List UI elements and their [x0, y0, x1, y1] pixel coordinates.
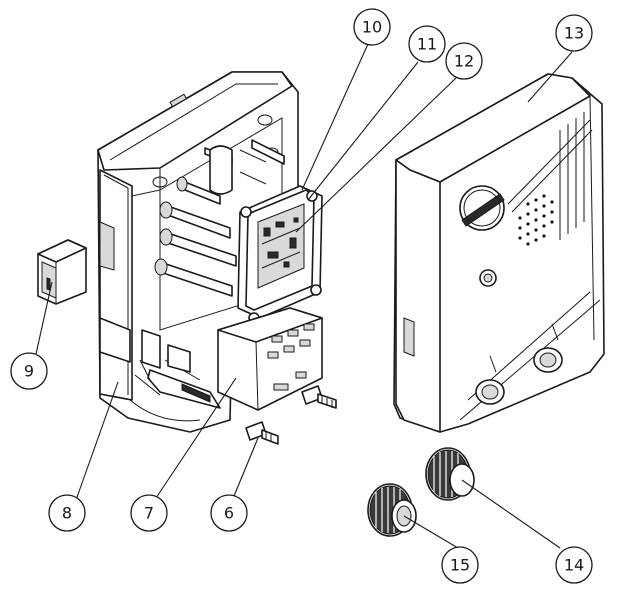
callout-10: 10: [353, 8, 391, 46]
svg-text:7: 7: [144, 504, 154, 523]
callout-9: 9: [10, 352, 48, 390]
rocker-switch: [37, 239, 87, 305]
callout-6: 6: [210, 494, 248, 532]
callout-12: 12: [445, 42, 483, 80]
pcb-assembly: [237, 185, 323, 324]
terminal-block: [217, 307, 323, 411]
knob-14: [425, 447, 475, 501]
callout-11: 11: [408, 25, 446, 63]
svg-text:8: 8: [62, 504, 72, 523]
callout-8: 8: [48, 494, 86, 532]
vent-grille-icon: [559, 112, 585, 240]
knob-15: [367, 483, 417, 537]
svg-text:6: 6: [224, 504, 234, 523]
callout-14: 14: [555, 546, 593, 584]
svg-text:9: 9: [24, 362, 34, 381]
svg-text:13: 13: [564, 24, 584, 43]
leader-lines: [35, 43, 573, 549]
callout-13: 13: [555, 14, 593, 52]
svg-text:10: 10: [362, 18, 382, 37]
enclosure-cover: [393, 73, 605, 433]
screws: [245, 385, 337, 445]
svg-text:12: 12: [454, 52, 474, 71]
svg-text:14: 14: [564, 556, 584, 575]
callout-7: 7: [130, 494, 168, 532]
svg-text:15: 15: [450, 556, 470, 575]
brand-logo-icon: [459, 185, 505, 231]
callout-15: 15: [441, 546, 479, 584]
svg-text:11: 11: [417, 35, 437, 54]
enclosure-base: [97, 71, 299, 433]
